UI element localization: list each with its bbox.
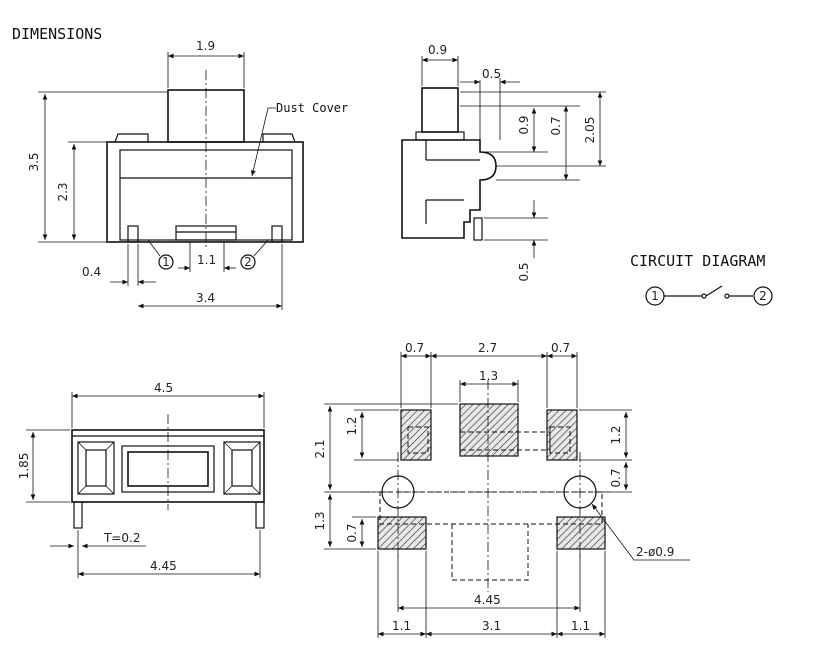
fp-pad-right: 0.7 [551, 341, 570, 355]
fp-pad-span: 4.45 [474, 593, 501, 607]
fp-height-13: 1.3 [313, 511, 327, 530]
fp-pad-left: 0.7 [405, 341, 424, 355]
pad-top-right [546, 409, 578, 461]
switch-body [106, 141, 304, 243]
bottom-dim-width: 4.5 [154, 381, 173, 395]
fp-center-pad: 1.3 [479, 369, 498, 383]
pin1-label: 1 [162, 255, 170, 269]
pin-left [127, 225, 139, 243]
fp-pad-gap: 2.7 [478, 341, 497, 355]
drawing-title: DIMENSIONS [12, 25, 102, 43]
dust-cover-label: Dust Cover [276, 101, 348, 115]
pin1-marker [158, 254, 174, 270]
fp-bot-11-right: 1.1 [571, 619, 590, 633]
side-body [401, 139, 497, 239]
front-view: 1.9 3.5 2.3 Dust Cover 1 2 1.1 0.4 [27, 39, 348, 310]
fp-hole-label: 2-ø0.9 [636, 545, 674, 559]
side-dim-05: 0.5 [517, 262, 531, 281]
bottom-dim-span: 4.45 [150, 559, 177, 573]
pad-bottom-right [556, 516, 606, 550]
fp-bot-11-left: 1.1 [392, 619, 411, 633]
side-actuator [421, 87, 459, 133]
circuit-node1-label: 1 [651, 289, 659, 303]
dim-pin-width: 0.4 [82, 265, 101, 279]
circuit-node2-label: 2 [759, 289, 767, 303]
pin-right [271, 225, 283, 243]
dim-total-height: 3.5 [27, 152, 41, 171]
footprint-view: 0.7 2.7 0.7 1.3 1.2 2.1 1.3 0.7 1.2 0.7 … [313, 341, 690, 638]
pin2-label: 2 [244, 255, 252, 269]
fp-bot-31: 3.1 [482, 619, 501, 633]
fp-left-12: 1.2 [345, 416, 359, 435]
side-dim-stem: 0.9 [428, 43, 447, 57]
side-dim-205: 2.05 [583, 117, 597, 144]
side-dim-offset: 0.5 [482, 67, 501, 81]
pad-top-left [400, 409, 432, 461]
fp-left-07: 0.7 [345, 523, 359, 542]
dim-body-height: 2.3 [56, 182, 70, 201]
bottom-view: 4.5 1.85 T=0.2 4.45 [17, 381, 265, 578]
pin2-marker [240, 254, 256, 270]
pad-top-center [459, 403, 519, 457]
side-view: 0.9 0.5 0.9 0.7 2.05 0.5 [401, 43, 606, 282]
circuit-title: CIRCUIT DIAGRAM [630, 252, 765, 270]
bottom-left-contact [77, 441, 115, 495]
dim-top-width: 1.9 [196, 39, 215, 53]
fp-right-12: 1.2 [609, 425, 623, 444]
circuit-diagram: 1 2 [645, 285, 773, 306]
circuit-node-2 [753, 286, 773, 306]
side-dim-07: 0.7 [549, 116, 563, 135]
dim-pin-gap: 1.1 [197, 253, 216, 267]
fp-right-07: 0.7 [609, 468, 623, 487]
bottom-thickness: T=0.2 [103, 531, 140, 545]
pad-bottom-left [377, 516, 427, 550]
dim-body-width: 3.4 [196, 291, 215, 305]
fp-height-21: 2.1 [313, 439, 327, 458]
side-dim-09: 0.9 [517, 115, 531, 134]
bottom-body [71, 429, 265, 503]
bottom-dim-height: 1.85 [17, 453, 31, 480]
bottom-right-contact [223, 441, 261, 495]
